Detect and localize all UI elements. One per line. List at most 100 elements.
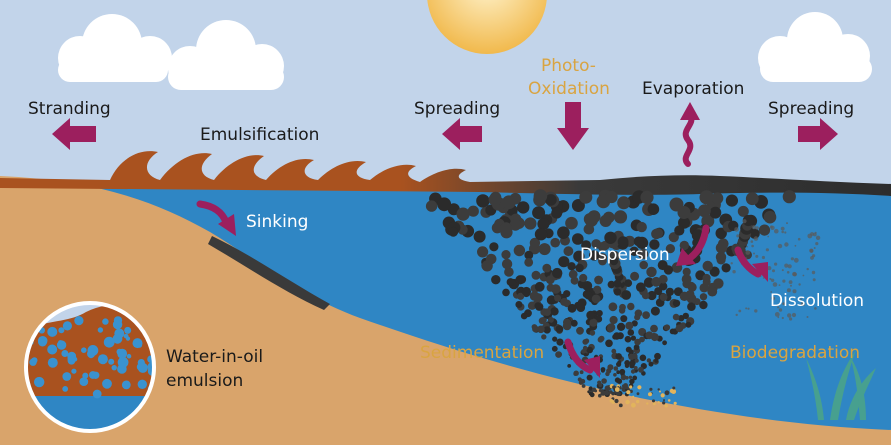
water-droplet [121, 380, 131, 390]
oil-droplet [572, 233, 584, 245]
sediment-droplet [632, 395, 635, 398]
oil-droplet [557, 226, 570, 239]
oil-droplet [643, 277, 655, 288]
sediment-droplet [636, 392, 640, 396]
oil-droplet [721, 263, 731, 273]
oil-droplet [547, 316, 554, 323]
dissolved-oil-particle [793, 257, 799, 263]
dissolved-oil-particle [812, 254, 816, 258]
oil-droplet [571, 199, 585, 212]
label-photo-oxidation-2: Oxidation [528, 79, 610, 99]
oil-droplet [654, 358, 659, 363]
oil-droplet [634, 338, 641, 346]
cloud-icon [58, 14, 172, 82]
wavy-arrow-icon [680, 102, 700, 167]
oil-droplet [677, 206, 691, 219]
water-droplet [89, 371, 97, 379]
oil-droplet [604, 231, 617, 244]
dissolved-oil-particle [770, 291, 773, 293]
oil-droplet [534, 302, 542, 310]
oil-droplet [624, 335, 632, 343]
oil-droplet [663, 324, 671, 331]
label-sedimentation: Sedimentation [420, 343, 544, 363]
oil-droplet [662, 340, 667, 346]
sediment-droplet [673, 401, 677, 405]
water-droplet [29, 358, 37, 366]
water-droplet [111, 365, 117, 371]
dissolved-oil-particle [790, 284, 792, 287]
oil-droplet [588, 392, 593, 396]
oil-droplet [504, 267, 514, 277]
water-droplet [103, 336, 115, 348]
oil-droplet [624, 279, 633, 287]
oil-droplet [633, 366, 638, 370]
oil-droplet [601, 368, 605, 373]
oil-droplet [641, 291, 650, 300]
oil-droplet [580, 378, 586, 384]
sediment-droplet [631, 402, 636, 408]
water-droplet [34, 376, 45, 388]
water-droplet [67, 356, 76, 365]
label-sinking: Sinking [246, 212, 308, 232]
dissolved-oil-particle [806, 267, 809, 271]
oil-droplet [542, 263, 552, 273]
oil-droplet [625, 346, 632, 353]
arrow-icon [564, 338, 594, 374]
water-droplet [118, 356, 125, 363]
oil-droplet [613, 373, 617, 377]
oil-droplet [611, 348, 617, 354]
oil-droplet [634, 314, 641, 321]
oil-droplet [615, 353, 622, 360]
oil-droplet [682, 267, 691, 276]
sediment-droplet [629, 385, 633, 389]
dissolved-oil-particle [770, 296, 776, 301]
oil-droplet [513, 244, 526, 257]
oil-droplet [682, 312, 689, 320]
dissolved-oil-particle [798, 283, 801, 286]
sediment-droplet [612, 385, 616, 390]
oil-droplet [502, 195, 516, 210]
sediment-droplet [637, 385, 642, 390]
dissolved-oil-particle [806, 316, 809, 318]
oil-droplet [699, 293, 708, 301]
sunken-oil [208, 236, 330, 310]
oil-droplet [630, 369, 636, 374]
oil-droplet [581, 240, 592, 251]
oil-droplet [606, 325, 615, 333]
dissolved-oil-particle [770, 225, 775, 230]
label-dissolution: Dissolution [770, 291, 864, 311]
sediment-droplet [660, 393, 665, 398]
oil-droplet [633, 344, 640, 351]
oil-droplet [537, 218, 550, 230]
water-droplet [112, 333, 123, 344]
oil-droplet [481, 260, 493, 272]
oil-droplet [634, 358, 639, 363]
dissolved-oil-particle [753, 236, 759, 241]
dissolved-oil-particle [814, 307, 817, 310]
oil-droplet [476, 194, 490, 208]
cloud-icon [758, 12, 872, 82]
sediment-droplet [669, 388, 675, 394]
oil-droplet [642, 311, 650, 319]
oil-droplet [605, 339, 613, 348]
dissolved-oil-particle [800, 301, 806, 307]
oil-droplet [663, 265, 674, 275]
oil-droplet [621, 290, 632, 300]
oil-droplet [524, 258, 534, 267]
oil-slick [0, 151, 891, 196]
dissolved-oil-particle [815, 242, 819, 246]
oil-droplet [543, 326, 551, 334]
oil-droplet [531, 270, 541, 280]
oil-droplet [560, 297, 569, 306]
oil-droplet [488, 193, 502, 207]
dissolved-oil-particle [792, 271, 797, 277]
arrow-icon [686, 224, 710, 262]
oil-droplet [609, 256, 619, 266]
oil-droplet [534, 228, 548, 241]
oil-droplet [652, 228, 664, 239]
dissolved-oil-particle [745, 250, 751, 255]
oil-droplet [517, 292, 525, 300]
oil-droplet [563, 290, 571, 298]
dissolved-oil-particle [782, 302, 785, 306]
dissolved-oil-particle [770, 278, 775, 282]
